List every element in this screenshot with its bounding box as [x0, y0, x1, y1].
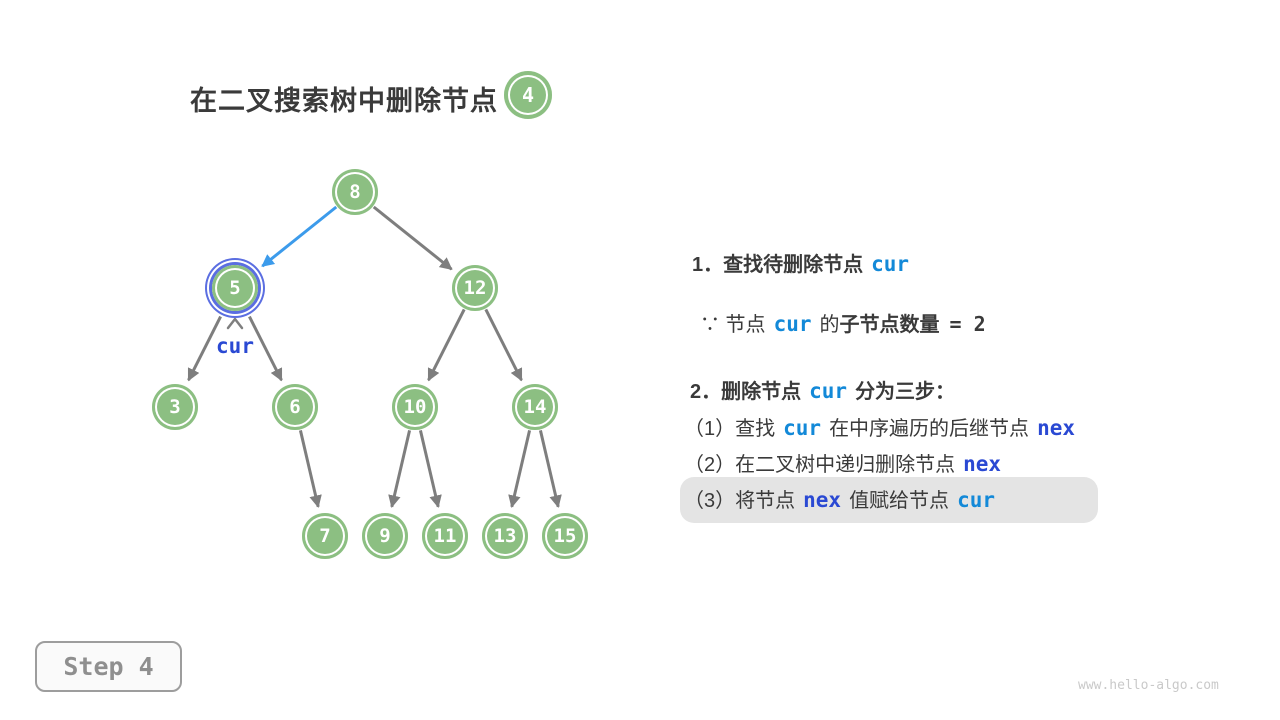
inline-code: cur [871, 252, 910, 276]
inline-code: nex [963, 452, 1002, 476]
inline-code: cur [773, 312, 812, 336]
tree-edge-6-7 [298, 430, 322, 509]
note-text: 分为三步： [855, 381, 956, 403]
step-indicator-label: Step 4 [63, 652, 154, 681]
note-text: （2）在二叉树中递归删除节点 [684, 454, 956, 476]
tree-edge-8-12 [372, 205, 453, 271]
note-text: 在中序遍历的后继节点 [829, 418, 1030, 440]
note-text: 值赋给节点 [849, 490, 950, 512]
tree-edge-5-6 [248, 315, 283, 382]
note-text: （3）将节点 [684, 490, 796, 512]
tree-edge-5-3 [187, 315, 222, 382]
note-line-3: 2．删除节点 cur 分为三步： [690, 379, 955, 405]
note-line-1: 1．查找待删除节点 cur [692, 252, 917, 278]
tree-edge-10-11 [418, 430, 442, 509]
note-text: （1）查找 [684, 418, 776, 440]
note-line-2: ∵ 节点 cur 的子节点数量 = 2 [700, 312, 986, 338]
current-step-highlight [680, 477, 1098, 523]
watermark: www.hello-algo.com [1078, 678, 1219, 693]
inline-code: nex [803, 488, 842, 512]
tree-edge-12-10 [427, 308, 466, 382]
tree-edge-10-9 [388, 430, 412, 509]
note-text: 子节点数量 [839, 314, 940, 336]
note-text: = 2 [949, 312, 986, 336]
cur-pointer-label: cur [216, 334, 254, 358]
note-line-5: （2）在二叉树中递归删除节点 nex [684, 452, 1009, 478]
note-text: 的 [819, 314, 840, 336]
note-text: ∵ 节点 [700, 314, 766, 336]
tree-edge-14-15 [538, 430, 562, 509]
step-number-badge-text: 4 [521, 83, 535, 107]
page-title: 在二叉搜索树中删除节点 [190, 86, 498, 116]
note-text: 2．删除节点 [690, 381, 802, 403]
cur-pointer-caret-icon [226, 316, 244, 330]
note-text: 1．查找待删除节点 [692, 254, 864, 276]
step-indicator: Step 4 [35, 641, 182, 692]
inline-code: cur [957, 488, 995, 512]
tree-edge-12-14 [484, 308, 523, 382]
inline-code: nex [1037, 416, 1075, 440]
inline-code: cur [783, 416, 822, 440]
tree-edge-14-13 [508, 430, 532, 509]
inline-code: cur [809, 379, 848, 403]
note-line-6: （3）将节点 nex 值赋给节点 cur [684, 488, 1003, 514]
step-number-badge: 4 [504, 71, 552, 119]
note-line-4: （1）查找 cur 在中序遍历的后继节点 nex [684, 416, 1083, 442]
pointer-edge-8-5 [261, 205, 338, 268]
